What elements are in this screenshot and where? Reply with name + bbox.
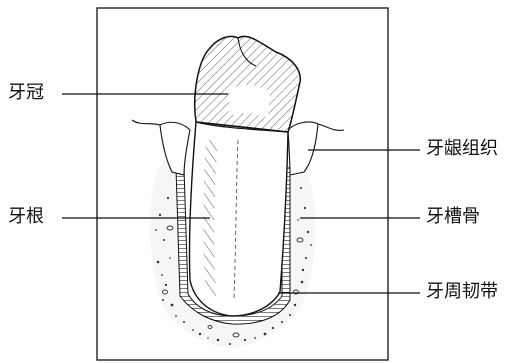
label-alveolar-bone: 牙槽骨 <box>426 207 480 227</box>
label-gingiva: 牙龈组织 <box>426 139 498 159</box>
tooth-crown <box>190 30 310 140</box>
label-root: 牙根 <box>8 207 44 227</box>
label-periodontal-ligament: 牙周韧带 <box>426 282 498 302</box>
label-crown: 牙冠 <box>8 83 44 103</box>
